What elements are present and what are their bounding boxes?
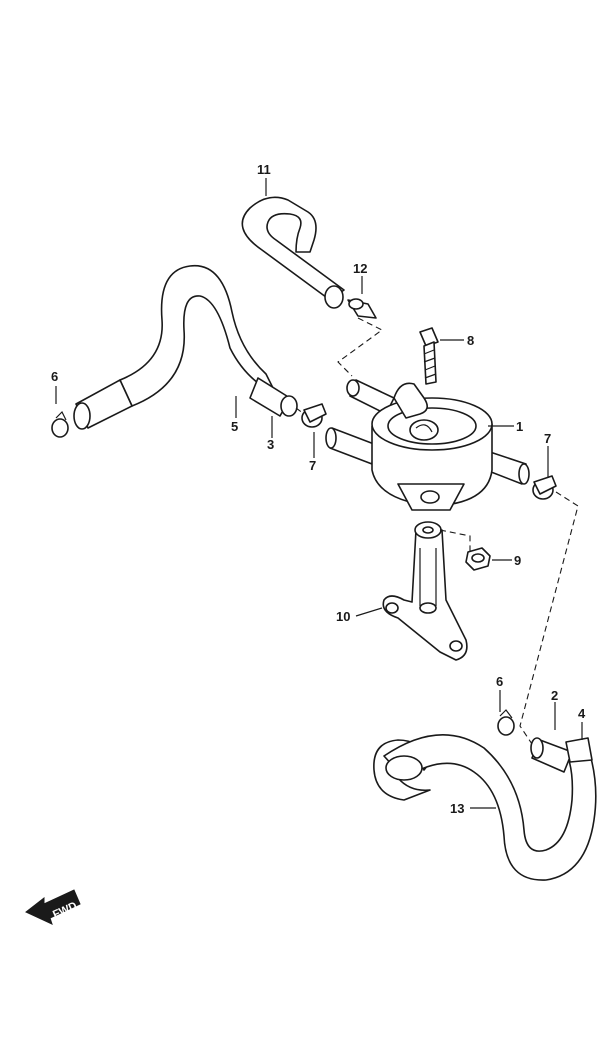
clamp-7-left [301, 403, 327, 428]
callout-6-right: 6 [496, 674, 503, 689]
callout-3: 3 [267, 437, 274, 452]
callout-7-right: 7 [544, 431, 551, 446]
fitting-12 [347, 298, 377, 319]
callout-7-left: 7 [309, 458, 316, 473]
bolt-8 [419, 327, 439, 385]
connection-line-left [295, 407, 305, 415]
callout-2: 2 [551, 688, 558, 703]
nut-9 [465, 547, 491, 571]
fwd-arrow-icon: FWD [25, 889, 81, 925]
hose-11 [241, 196, 345, 309]
connection-line-nut [439, 529, 471, 552]
hose-2 [530, 737, 573, 773]
connection-line-upper [337, 317, 384, 377]
clip-6-right [497, 709, 515, 736]
callout-10: 10 [336, 609, 350, 624]
callout-4: 4 [578, 706, 586, 721]
hose-3 [249, 377, 298, 417]
callout-8: 8 [467, 333, 474, 348]
filter-1 [325, 379, 530, 511]
callout-13: 13 [450, 801, 464, 816]
connection-line-right [519, 491, 579, 745]
clamp-7-right [532, 475, 557, 500]
callout-5: 5 [231, 419, 238, 434]
clip-6-left [51, 410, 69, 438]
hose-4 [565, 737, 593, 763]
callout-9: 9 [514, 553, 521, 568]
callout-1: 1 [516, 419, 523, 434]
callout-6-left: 6 [51, 369, 58, 384]
callout-12: 12 [353, 261, 367, 276]
bracket-10 [382, 521, 468, 661]
callout-11: 11 [257, 162, 271, 177]
hose-5 [73, 264, 277, 430]
leader-lines [55, 178, 583, 809]
